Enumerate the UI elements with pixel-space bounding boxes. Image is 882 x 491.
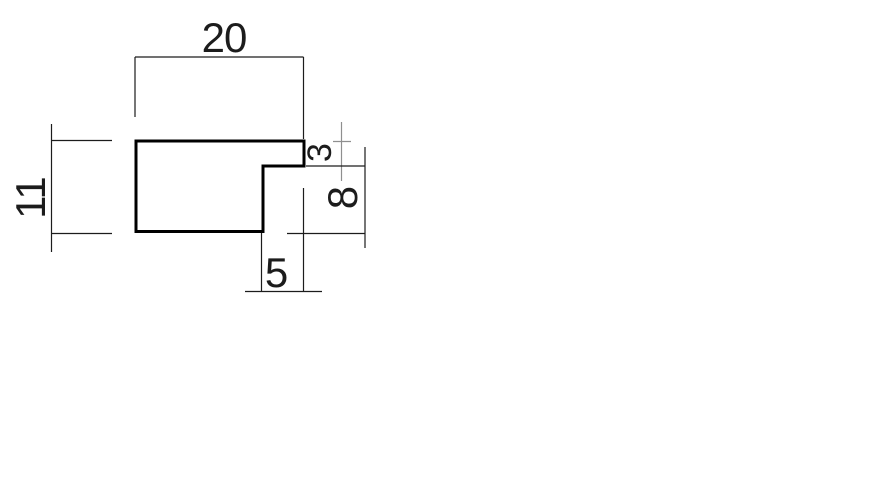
dimension-11: 11 — [7, 124, 112, 252]
dimension-11-label: 11 — [7, 177, 54, 219]
dimension-20: 20 — [134, 14, 305, 139]
dimension-8: 8 — [287, 147, 366, 248]
dimension-3-label: 3 — [301, 144, 339, 162]
dimension-5-label: 5 — [265, 249, 287, 296]
dimension-5: 5 — [245, 188, 322, 296]
dimension-3: 3 — [301, 122, 351, 181]
dimension-8-label: 8 — [319, 187, 366, 209]
part-outline — [134, 139, 306, 233]
dimension-20-label: 20 — [202, 14, 247, 61]
